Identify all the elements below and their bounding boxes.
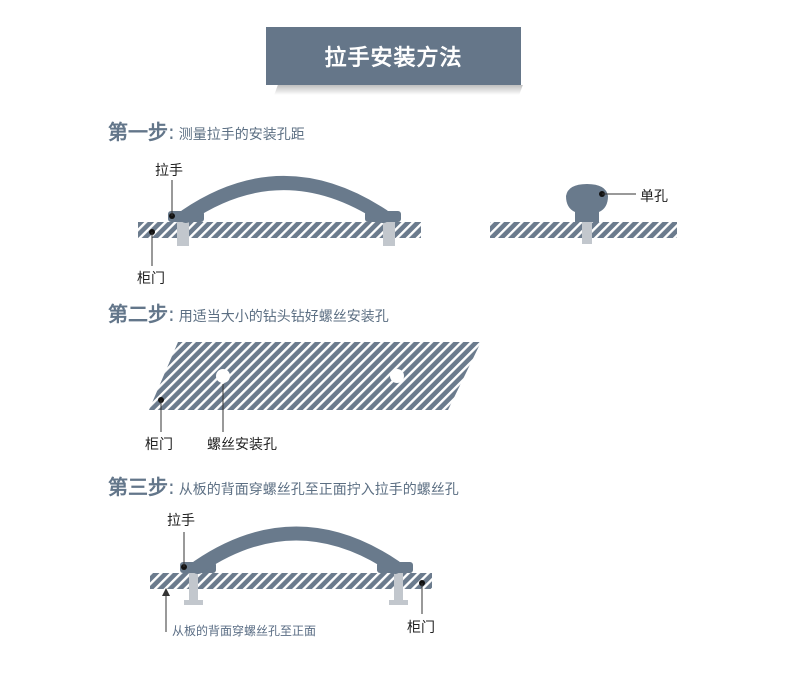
handle-step3	[180, 526, 413, 574]
through-arrow-head	[162, 588, 170, 596]
step-3-heading: 第三步:从板的背面穿螺丝孔至正面拧入拉手的螺丝孔	[108, 475, 459, 499]
knob-shape	[566, 184, 608, 222]
knob-screw	[582, 222, 592, 244]
step-3-text: 从板的背面穿螺丝孔至正面拧入拉手的螺丝孔	[178, 482, 459, 498]
board-step2	[149, 342, 481, 410]
handle-step1	[168, 176, 401, 223]
label-through-note: 从板的背面穿螺丝孔至正面	[172, 624, 317, 638]
drill-hole-left	[216, 369, 230, 383]
label-handle-step3: 拉手	[167, 513, 195, 529]
label-single-hole: 单孔	[640, 189, 668, 205]
step-1-heading: 第一步:测量拉手的安装孔距	[108, 120, 305, 144]
page-title: 拉手安装方法	[266, 27, 521, 85]
label-handle-step1: 拉手	[155, 163, 183, 179]
screw-left	[184, 573, 203, 605]
label-door-step1: 柜门	[137, 271, 165, 287]
label-door-step2: 柜门	[145, 437, 173, 453]
step-2-head: 第二步	[108, 302, 168, 326]
board-step3	[150, 573, 432, 589]
screw-post-left	[177, 222, 189, 246]
step-1-text: 测量拉手的安装孔距	[178, 127, 305, 143]
label-screw-hole: 螺丝安装孔	[207, 437, 277, 453]
step-2-text: 用适当大小的钻头钻好螺丝安装孔	[178, 309, 389, 325]
screw-right	[389, 573, 408, 605]
board-step1-left	[138, 222, 421, 238]
step-2-heading: 第二步:用适当大小的钻头钻好螺丝安装孔	[108, 302, 389, 326]
drill-hole-right	[390, 369, 404, 383]
step-3-head: 第三步	[108, 475, 168, 499]
screw-post-right	[383, 222, 395, 246]
step-1-head: 第一步	[108, 120, 168, 144]
page-title-text: 拉手安装方法	[324, 46, 463, 71]
label-door-step3: 柜门	[407, 620, 435, 636]
